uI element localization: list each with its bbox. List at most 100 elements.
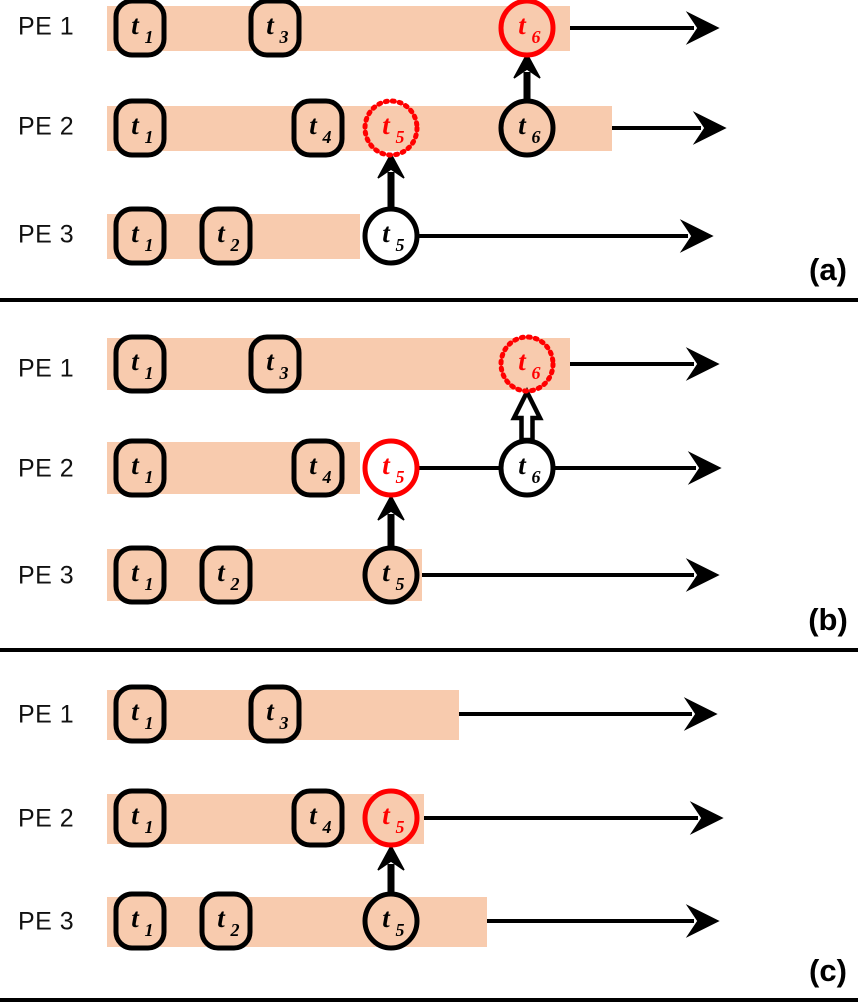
timeline-arrow bbox=[424, 801, 724, 835]
node-label-subscript: 1 bbox=[145, 27, 154, 47]
node-label-base: t bbox=[266, 10, 275, 40]
node-shape-circle bbox=[498, 438, 556, 498]
timeline-arrow bbox=[415, 219, 714, 253]
node-label-base: t bbox=[131, 218, 140, 248]
node-label-subscript: 4 bbox=[322, 127, 332, 147]
pe-row-label: PE 3 bbox=[18, 221, 74, 249]
node-label-subscript: 5 bbox=[396, 235, 405, 255]
node-label-base: t bbox=[131, 696, 140, 726]
node-label-subscript: 2 bbox=[230, 574, 240, 594]
pe-row-pe-1: PE 1 bbox=[18, 6, 720, 51]
pe-row-pe-3: PE 3 bbox=[18, 897, 720, 947]
node-shape-rounded-rect bbox=[113, 206, 167, 266]
timeline-arrow bbox=[570, 347, 720, 381]
timeline-arrow bbox=[417, 451, 722, 485]
node-label-subscript: 5 bbox=[396, 920, 405, 940]
node-label-subscript: 1 bbox=[145, 920, 154, 940]
node-shape-circle bbox=[362, 438, 420, 498]
pe-row-label: PE 3 bbox=[18, 562, 74, 590]
migration-arrow-solid bbox=[377, 494, 405, 548]
migration-arrow-solid bbox=[377, 844, 405, 894]
node-label-base: t bbox=[266, 346, 275, 376]
node-shape-rounded-rect bbox=[199, 891, 253, 951]
node-label-base: t bbox=[382, 903, 391, 933]
node-label-subscript: 3 bbox=[279, 713, 289, 733]
node-label-subscript: 6 bbox=[532, 127, 541, 147]
node-shape-rounded-rect bbox=[291, 788, 345, 848]
node-label-subscript: 5 bbox=[396, 817, 405, 837]
timeline-arrow bbox=[612, 111, 727, 145]
timeline-arrow bbox=[459, 697, 718, 731]
node-shape-rounded-rect bbox=[248, 0, 302, 58]
node-shape-rounded-rect bbox=[113, 438, 167, 498]
node-shape-rounded-rect bbox=[113, 545, 167, 605]
node-label-base: t bbox=[518, 346, 527, 376]
pe-row-label: PE 1 bbox=[18, 701, 74, 729]
timeline-arrow bbox=[487, 904, 720, 938]
node-shape-rounded-rect bbox=[113, 334, 167, 394]
node-label-subscript: 1 bbox=[145, 817, 154, 837]
node-label-subscript: 1 bbox=[145, 713, 154, 733]
node-label-subscript: 4 bbox=[322, 467, 332, 487]
pe-busy-bar bbox=[107, 338, 570, 390]
pe-row-label: PE 1 bbox=[18, 355, 74, 383]
pe-row-label: PE 2 bbox=[18, 455, 74, 483]
node-label-base: t bbox=[382, 800, 391, 830]
node-label-subscript: 1 bbox=[145, 235, 154, 255]
pe-row-pe-1: PE 1 bbox=[18, 338, 720, 390]
timeline-arrow bbox=[422, 558, 720, 592]
panel-caption: (a) bbox=[809, 252, 847, 287]
node-shape-rounded-rect bbox=[248, 334, 302, 394]
node-label-subscript: 2 bbox=[230, 920, 240, 940]
node-label-base: t bbox=[131, 10, 140, 40]
node-shape-circle bbox=[498, 334, 556, 394]
timeline-arrow bbox=[570, 11, 720, 45]
node-label-subscript: 6 bbox=[532, 467, 541, 487]
node-shape-circle bbox=[498, 98, 556, 158]
node-shape-rounded-rect bbox=[291, 98, 345, 158]
node-label-base: t bbox=[309, 800, 318, 830]
node-label-subscript: 4 bbox=[322, 817, 332, 837]
node-label-base: t bbox=[131, 110, 140, 140]
node-label-subscript: 1 bbox=[145, 467, 154, 487]
node-label-base: t bbox=[309, 110, 318, 140]
node-shape-rounded-rect bbox=[248, 684, 302, 744]
node-shape-circle bbox=[362, 98, 420, 158]
node-label-base: t bbox=[382, 110, 391, 140]
panel-caption: (b) bbox=[808, 602, 848, 637]
node-shape-rounded-rect bbox=[113, 891, 167, 951]
